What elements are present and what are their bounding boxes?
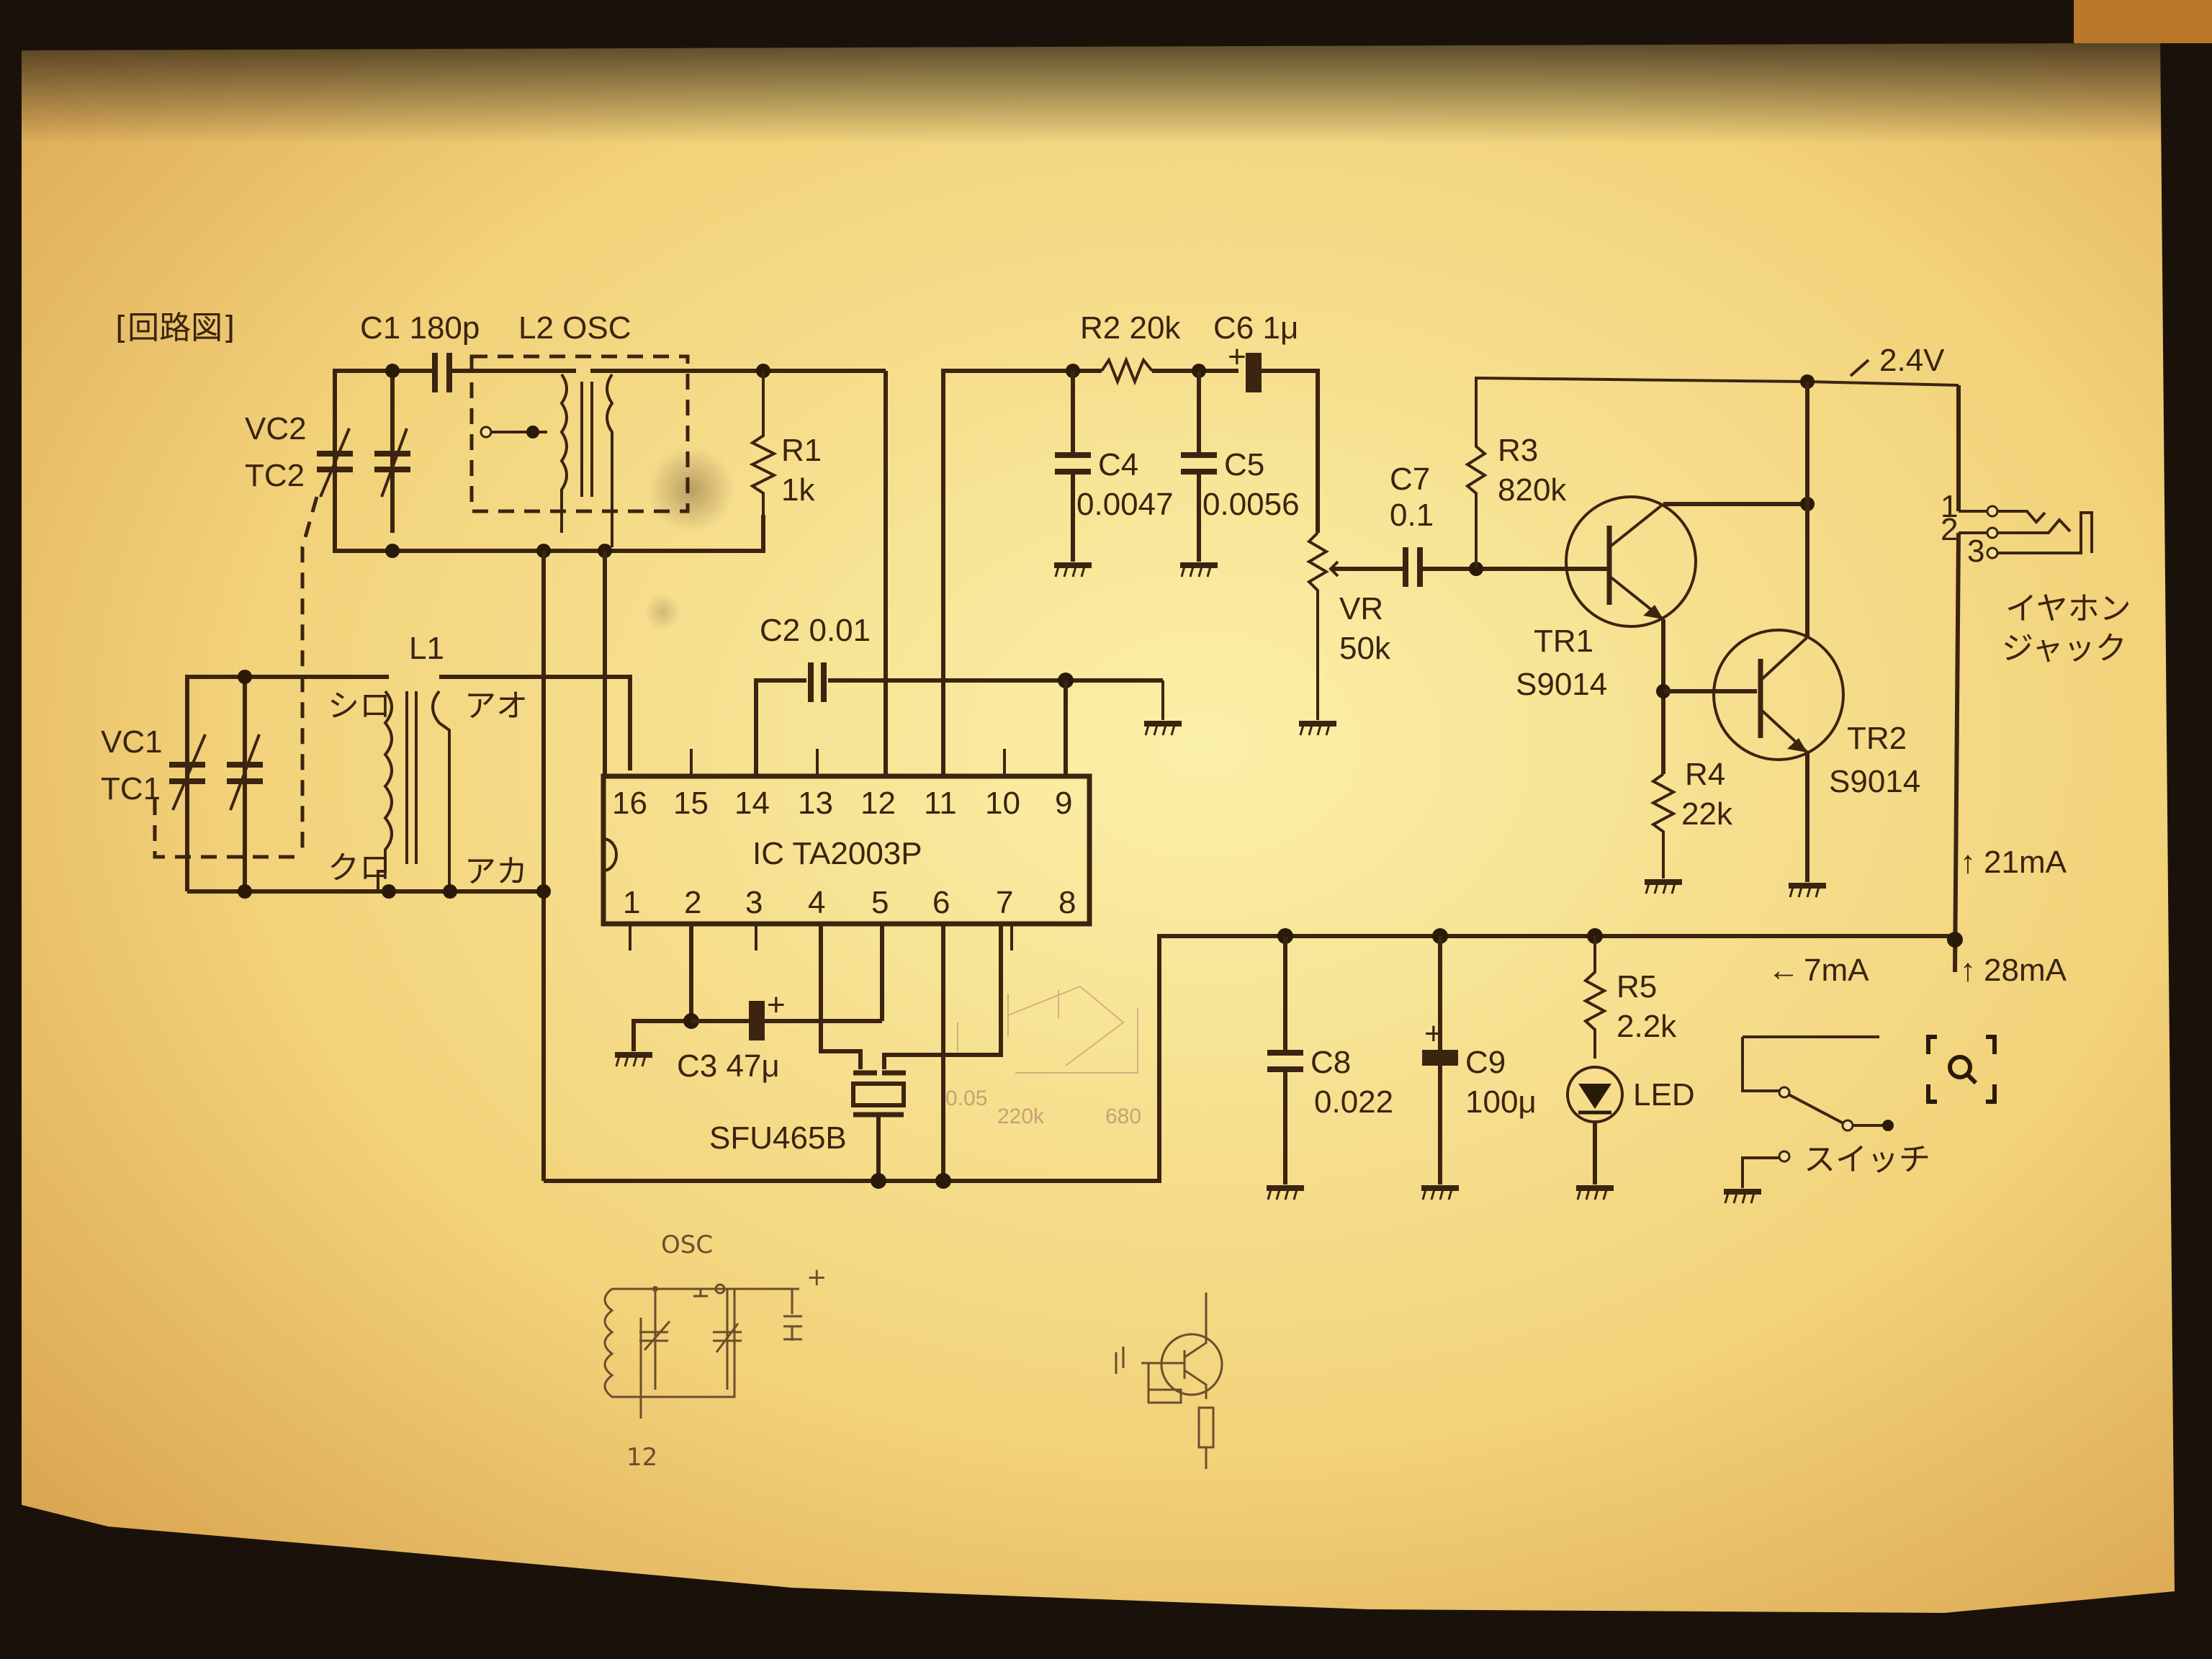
c9-value: 100μ [1465, 1084, 1537, 1120]
ic-label: IC TA2003P [752, 836, 922, 871]
r5-label: R5 [1617, 969, 1657, 1004]
c6-label: C6 1μ [1213, 310, 1298, 346]
svg-text:6: 6 [932, 885, 950, 920]
jack-label-1: イヤホン [2005, 590, 2131, 627]
c2-label: C2 0.01 [760, 613, 871, 648]
led-label: LED [1633, 1077, 1695, 1112]
r5-value: 2.2k [1617, 1009, 1677, 1044]
up-arrow-icon: ↑ [1960, 953, 1976, 988]
jack-label-2: ジャック [2002, 630, 2127, 667]
current-7ma: 7mA [1804, 953, 1869, 988]
current-21ma: 21mA [1984, 845, 2067, 880]
wire-black-label: クロ [328, 850, 391, 886]
r4-label: R4 [1685, 757, 1725, 792]
r2-label: R2 20k [1080, 310, 1181, 346]
stain [648, 446, 734, 533]
c9-label: C9 [1465, 1045, 1506, 1080]
l1-label: L1 [409, 631, 444, 666]
c7-value: 0.1 [1390, 498, 1434, 533]
faint-pencil-sketch: 0.05 220k 680 [945, 985, 1141, 1128]
c8-label: C8 [1310, 1045, 1351, 1080]
l2-label: L2 OSC [518, 310, 631, 346]
c5-label: C5 [1224, 447, 1264, 482]
filter-label: SFU465B [709, 1120, 847, 1156]
tr2-label: TR2 [1847, 721, 1907, 756]
led-diode-icon [1578, 1084, 1611, 1109]
r3-value: 820k [1498, 472, 1567, 508]
svg-text:11: 11 [924, 786, 957, 821]
r3-label: R3 [1498, 433, 1538, 468]
schematic-title: [回路図] [115, 310, 235, 346]
wire-red-label: アカ [464, 853, 528, 890]
ic-pins-bottom: 1 2 3 4 5 6 7 8 [623, 885, 1076, 920]
svg-text:10: 10 [985, 786, 1020, 821]
switch-label: スイッチ [1804, 1141, 1930, 1178]
r4-value: 22k [1681, 796, 1733, 832]
wire-white-label: シロ [328, 688, 391, 724]
c8-value: 0.022 [1314, 1084, 1393, 1120]
wire-blue-label: アオ [464, 688, 528, 724]
svg-text:1: 1 [623, 885, 640, 920]
jack-pin-2: 2 [1941, 512, 1958, 547]
vr-value: 50k [1339, 631, 1391, 666]
hand-sketch-transistor [1115, 1292, 1223, 1469]
svg-text:0.05: 0.05 [945, 1087, 987, 1110]
r1-value: 1k [781, 472, 815, 508]
jack-pin-3: 3 [1967, 534, 1984, 569]
voltage-label: 2.4V [1879, 343, 1945, 378]
tc1-label: TC1 [101, 771, 161, 806]
left-arrow-icon: ← [1768, 953, 1799, 988]
tr1-label: TR1 [1534, 624, 1593, 659]
c5-value: 0.0056 [1202, 487, 1300, 522]
c4-label: C4 [1098, 447, 1138, 482]
svg-text:2: 2 [684, 885, 701, 920]
svg-text:3: 3 [745, 885, 763, 920]
c6-plus: + [1228, 339, 1246, 374]
c9-plus: + [1424, 1016, 1443, 1051]
svg-text:8: 8 [1058, 885, 1076, 920]
jack-pin-1: 1 [1941, 489, 1958, 524]
hand-sketch-osc: OSC + 12 [603, 1231, 827, 1472]
sketch-osc-label: OSC [661, 1231, 713, 1259]
up-arrow-icon: ↑ [1960, 845, 1976, 880]
sketch-plus: + [806, 1263, 827, 1292]
svg-text:16: 16 [612, 786, 647, 821]
ic-pins-top: 16 15 14 13 12 11 10 9 [612, 786, 1072, 821]
svg-text:13: 13 [798, 786, 833, 821]
tc2-label: TC2 [245, 458, 305, 493]
svg-text:5: 5 [871, 885, 889, 920]
vr-label: VR [1339, 591, 1383, 626]
svg-text:4: 4 [808, 885, 825, 920]
svg-text:220k: 220k [997, 1105, 1045, 1128]
svg-text:680: 680 [1105, 1105, 1141, 1128]
svg-text:15: 15 [673, 786, 709, 821]
svg-text:7: 7 [996, 885, 1013, 920]
tr2-part: S9014 [1829, 764, 1920, 799]
paper-sheet [22, 36, 2175, 1613]
vc2-label: VC2 [245, 411, 307, 446]
c3-plus: + [767, 987, 786, 1022]
vc1-label: VC1 [101, 724, 163, 760]
r1-label: R1 [781, 433, 822, 468]
current-28ma: 28mA [1984, 953, 2067, 988]
svg-text:12: 12 [860, 786, 896, 821]
tr1-part: S9014 [1516, 667, 1607, 702]
c4-value: 0.0047 [1076, 487, 1174, 522]
c7-label: C7 [1390, 462, 1430, 497]
c3-label: C3 47μ [677, 1048, 780, 1084]
sketch-pin-12: 12 [626, 1443, 657, 1472]
c1-label: C1 180p [360, 310, 480, 346]
svg-text:14: 14 [734, 786, 770, 821]
svg-text:9: 9 [1055, 786, 1072, 821]
zoom-lens-icon[interactable] [1926, 1035, 1997, 1104]
